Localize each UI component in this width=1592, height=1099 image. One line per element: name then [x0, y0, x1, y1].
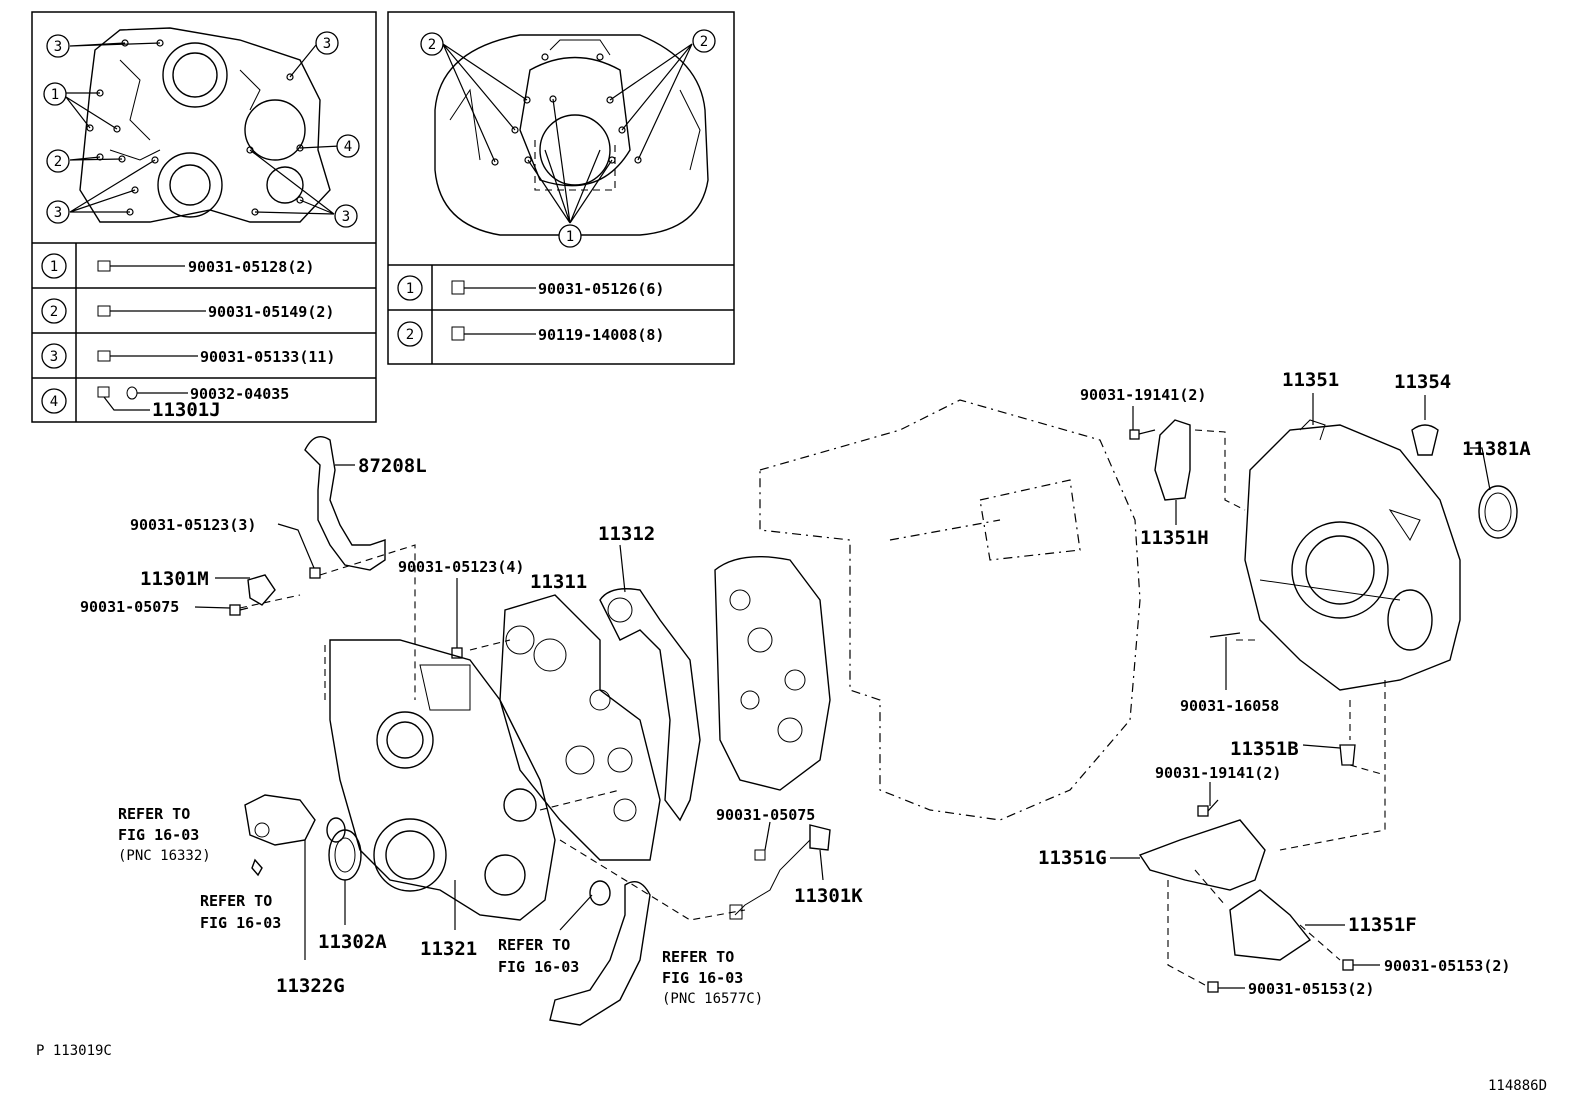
callout-2: 2 — [700, 34, 708, 50]
pipe-87208L — [304, 436, 386, 571]
bracket-11351H — [1154, 419, 1191, 501]
assembly-guide-lines — [239, 429, 1386, 986]
callout-1: 1 — [51, 87, 59, 103]
inset-left-table: 1 90031-05128(2) 2 90031-05149(2) 3 9003… — [41, 253, 335, 421]
callout-2: 2 — [54, 154, 62, 170]
inset-left-callouts: 3 3 1 2 4 3 3 — [43, 31, 360, 228]
part-number: 90032-04035 — [190, 385, 289, 403]
label-90031-05123-3: 90031-05123(3) — [130, 516, 256, 534]
label-90031-05123-4: 90031-05123(4) — [398, 558, 524, 576]
label-11311: 11311 — [530, 571, 587, 593]
label-90031-19141: 90031-19141(2) — [1155, 764, 1281, 782]
label-90031-16058: 90031-16058 — [1180, 697, 1279, 715]
label-11301M: 11301M — [140, 568, 209, 590]
label-11351H: 11351H — [1140, 527, 1209, 549]
refer-label: FIG 16-03 — [118, 826, 199, 844]
gasket-11312 — [599, 588, 701, 822]
callout-3: 3 — [323, 36, 331, 52]
water-inlet — [244, 794, 316, 846]
part-number: 90119-14008(8) — [538, 326, 664, 344]
timing-cover-11321 — [329, 639, 556, 921]
part-number: 90031-05133(11) — [200, 348, 335, 366]
callout-1: 1 — [566, 229, 574, 245]
inset-right: 2 2 1 1 90031-05126(6) 2 90119-14008(8) — [387, 11, 735, 365]
refer-label: (PNC 16577C) — [662, 991, 763, 1007]
row-number: 3 — [50, 349, 58, 365]
label-11381A: 11381A — [1462, 438, 1531, 460]
label-11301K: 11301K — [794, 885, 863, 907]
label-90031-05153: 90031-05153(2) — [1248, 980, 1374, 998]
engine-block-outline — [759, 399, 1141, 821]
part-number: 90031-05149(2) — [208, 303, 334, 321]
row-number: 2 — [406, 327, 414, 343]
sensor-11301M — [247, 574, 276, 606]
label-90031-05075: 90031-05075 — [80, 598, 179, 616]
label-11321: 11321 — [420, 938, 477, 960]
label-11354: 11354 — [1394, 371, 1451, 393]
refer-label: REFER TO — [498, 936, 570, 954]
plate-11311 — [499, 594, 661, 861]
refer-label: REFER TO — [200, 892, 272, 910]
inset-right-housing-drawing — [434, 34, 709, 236]
inset-left-cover-drawing — [65, 27, 341, 223]
label-87208L: 87208L — [358, 455, 427, 477]
row-number: 4 — [50, 394, 58, 410]
callout-4: 4 — [344, 139, 352, 155]
footer-figure-code: P 113019C — [36, 1043, 112, 1059]
refer-label: FIG 16-03 — [200, 914, 281, 932]
row-number: 2 — [50, 304, 58, 320]
label-11322G: 11322G — [276, 975, 345, 997]
refer-label: FIG 16-03 — [498, 958, 579, 976]
row-number: 1 — [50, 259, 58, 275]
bracket-11351G — [1138, 819, 1266, 891]
footer-illustration-code: 114886D — [1488, 1078, 1547, 1094]
part-labels: 87208L 90031-05123(3) 11301M 90031-05075… — [80, 369, 1531, 1007]
flywheel-housing-11351 — [1244, 424, 1461, 691]
label-90031-05075: 90031-05075 — [716, 806, 815, 824]
gear-case-rear — [714, 555, 831, 791]
main-exploded-view: 87208L 90031-05123(3) 11301M 90031-05075… — [80, 369, 1531, 1026]
refer-label: REFER TO — [662, 948, 734, 966]
label-11351: 11351 — [1282, 369, 1339, 391]
callout-3: 3 — [54, 39, 62, 55]
refer-label: (PNC 16332) — [118, 848, 211, 864]
label-11351F: 11351F — [1348, 914, 1417, 936]
refer-label: FIG 16-03 — [662, 969, 743, 987]
part-number: 90031-05126(6) — [538, 280, 664, 298]
inset-right-table: 1 90031-05126(6) 2 90119-14008(8) — [397, 275, 664, 347]
sensor-11301K — [809, 824, 831, 851]
cap-11354 — [1411, 424, 1439, 456]
label-11312: 11312 — [598, 523, 655, 545]
label-90031-05153: 90031-05153(2) — [1384, 957, 1510, 975]
seal-11381A — [1478, 485, 1518, 539]
label-11302A: 11302A — [318, 931, 387, 953]
lower-water-pipe — [549, 881, 651, 1026]
part-number: 11301J — [152, 399, 221, 421]
bracket-11351F — [1229, 889, 1312, 961]
refer-label: REFER TO — [118, 805, 190, 823]
label-90031-19141: 90031-19141(2) — [1080, 386, 1206, 404]
callout-2: 2 — [428, 37, 436, 53]
callout-3: 3 — [54, 205, 62, 221]
inset-left: 3 3 1 2 4 3 3 1 90031-05128(2) 2 90031-0… — [31, 11, 377, 423]
row-number: 1 — [406, 281, 414, 297]
label-11351B: 11351B — [1230, 738, 1299, 760]
label-11351G: 11351G — [1038, 847, 1107, 869]
part-number: 90031-05128(2) — [188, 258, 314, 276]
callout-3: 3 — [342, 209, 350, 225]
o-ring-11322G — [326, 817, 346, 843]
label-leaders — [194, 393, 1491, 989]
